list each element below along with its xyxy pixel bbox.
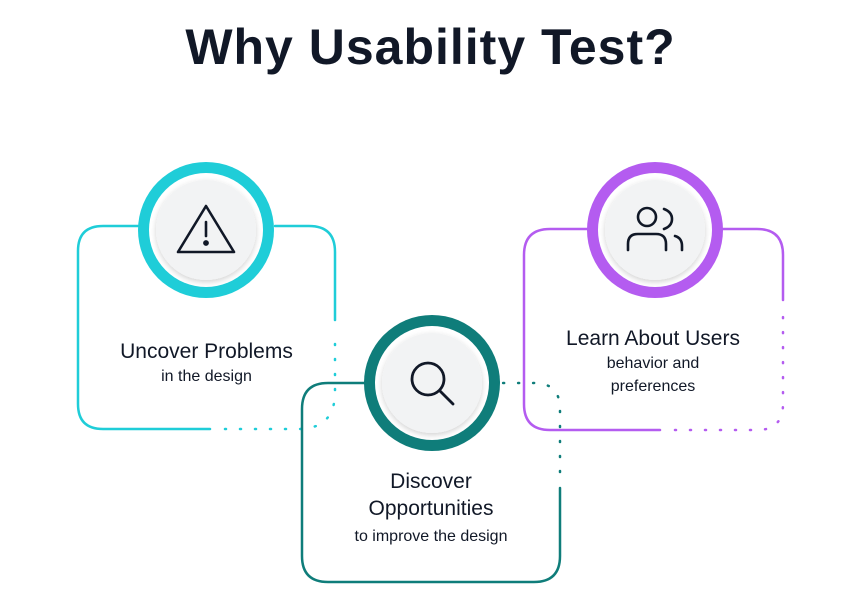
card-uncover-subtext: in the design [161,368,252,385]
card-learn-outline-left [522,227,662,432]
warning-icon [176,204,236,254]
card-uncover-text: Uncover Problems in the design [78,338,335,388]
badge-uncover [138,162,274,298]
card-discover-subtext: to improve the design [354,528,508,545]
card-learn-text: Learn About Users behavior and preferenc… [547,325,759,398]
card-learn-heading: Learn About Users [566,327,740,350]
badge-learn [587,162,723,298]
card-discover-heading: Discover Opportunities [368,470,494,520]
users-icon [626,206,684,252]
card-uncover-outline-right [273,224,337,322]
card-discover-text: Discover Opportunities to improve the de… [316,468,546,548]
card-uncover-problems [76,224,337,431]
search-icon [410,361,455,406]
card-uncover-heading: Uncover Problems [120,340,293,363]
card-discover-dots [498,381,562,474]
badge-discover [364,315,500,451]
card-learn-subtext: behavior and preferences [606,355,700,395]
page-title: Why Usability Test? [185,19,676,75]
card-learn-about-users [522,227,785,432]
card-discover-opportunities [300,381,562,584]
card-discover-outline [300,381,562,584]
card-uncover-dots [223,328,337,431]
card-uncover-outline [76,224,212,431]
card-learn-outline-right [721,227,785,302]
